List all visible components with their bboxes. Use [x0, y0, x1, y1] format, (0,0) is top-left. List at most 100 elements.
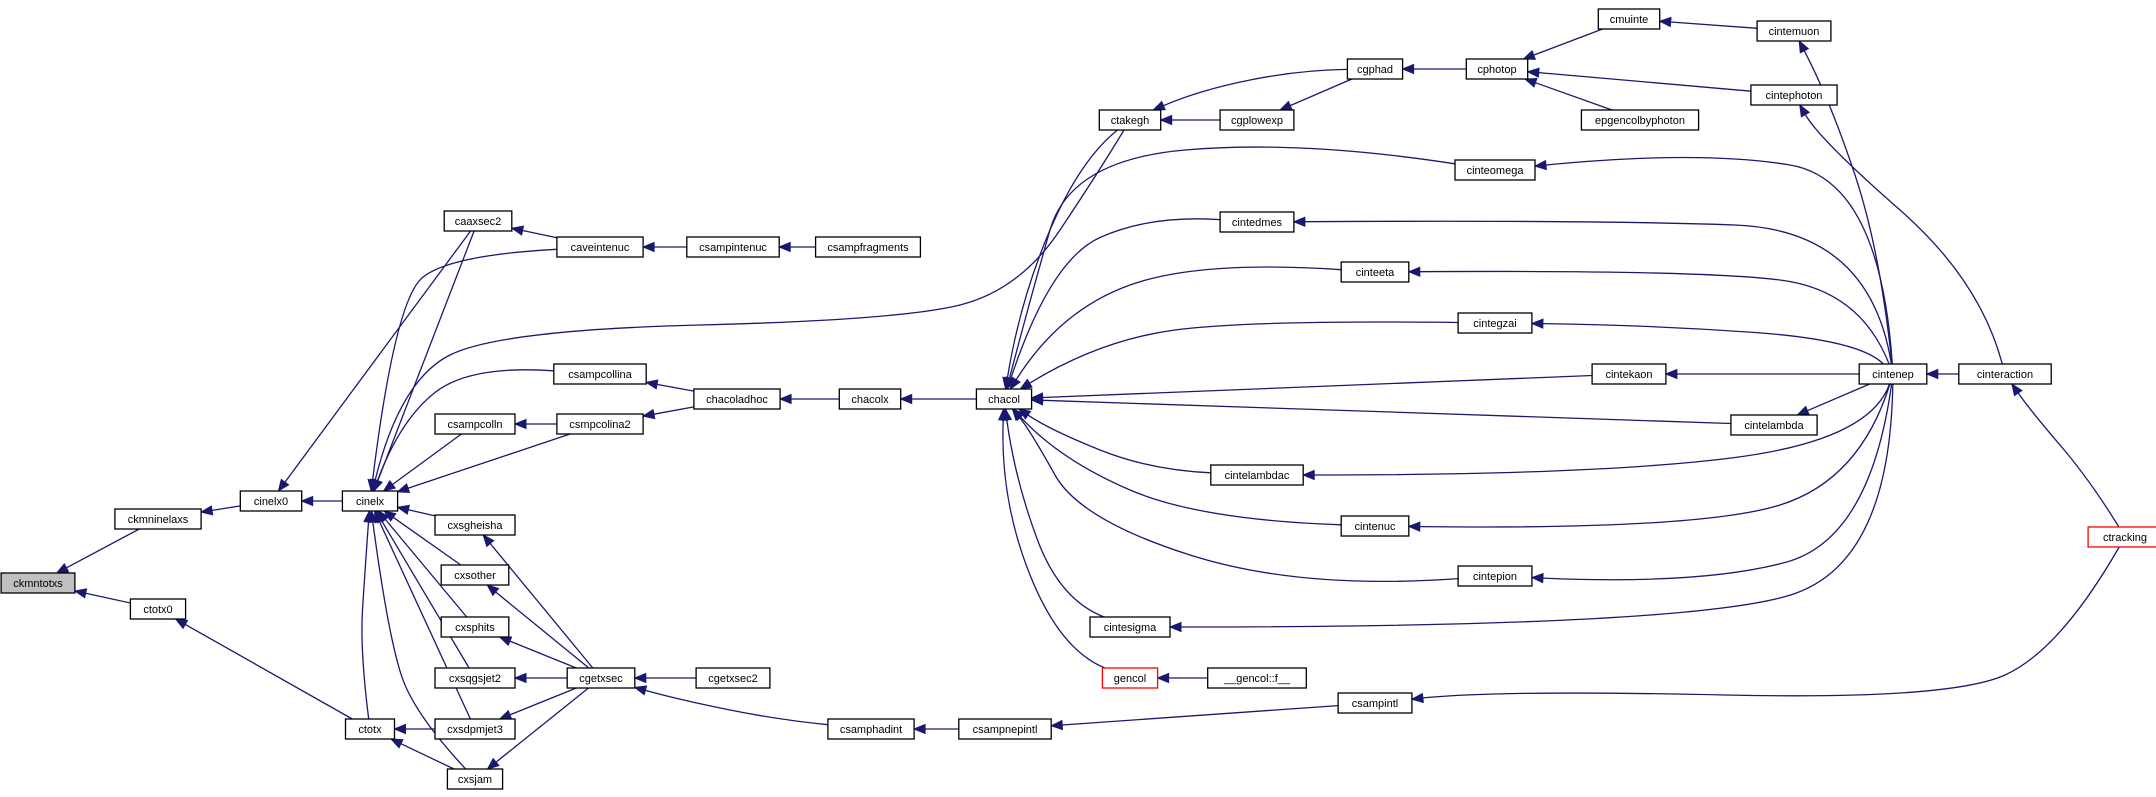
node-epgencolbyphoton[interactable]: epgencolbyphoton: [1580, 109, 1700, 131]
node-cxsqgsjet2[interactable]: cxsqgsjet2: [434, 667, 516, 689]
node-cgphad[interactable]: cgphad: [1346, 58, 1404, 80]
node-cintepion[interactable]: cintepion: [1457, 565, 1533, 587]
node-box: [1098, 109, 1162, 131]
node-chacol[interactable]: chacol: [975, 388, 1033, 410]
edge-cgphad-to-cgplowexp: [1278, 78, 1353, 111]
node-gencol[interactable]: gencol: [1101, 667, 1159, 689]
node-box: [0, 572, 76, 594]
node-cintenep[interactable]: cintenep: [1858, 363, 1928, 385]
node-ckmninelaxs[interactable]: ckmninelaxs: [114, 508, 202, 530]
node-chacolx[interactable]: chacolx: [838, 388, 902, 410]
node-box: [814, 236, 922, 258]
node-cintedmes[interactable]: cintedmes: [1219, 211, 1295, 233]
edge-line: [1062, 704, 1339, 726]
node-label: cinteomega: [1467, 165, 1525, 177]
node-box: [1750, 84, 1838, 106]
edge-line: [1533, 28, 1603, 56]
edge-line: [509, 640, 577, 669]
node-gencol-f[interactable]: __gencol::f__: [1207, 667, 1307, 689]
node-cxsjam[interactable]: cxsjam: [446, 768, 504, 790]
edge-cintepion-to-chacol: [1011, 407, 1459, 583]
arrowhead-icon: [1407, 521, 1421, 532]
node-chacoladhoc[interactable]: chacoladhoc: [693, 388, 781, 410]
edges-layer: [55, 16, 2120, 770]
node-cintelambda[interactable]: cintelambda: [1730, 414, 1818, 436]
node-label: ckmntotxs: [13, 578, 63, 590]
node-cinelx0[interactable]: cinelx0: [239, 490, 303, 512]
arrowhead-icon: [1664, 368, 1678, 380]
node-label: ctotx: [358, 724, 382, 736]
node-cintegzai[interactable]: cintegzai: [1457, 312, 1533, 334]
node-cinteraction[interactable]: cinteraction: [1958, 363, 2052, 385]
node-cgetxsec[interactable]: cgetxsec: [566, 667, 636, 689]
node-label: csampcolln: [447, 419, 502, 431]
node-ckmntotxs[interactable]: ckmntotxs: [0, 572, 76, 594]
arrowhead-icon: [1410, 692, 1424, 704]
node-csampfragments[interactable]: csampfragments: [814, 236, 922, 258]
node-csampintl[interactable]: csampintl: [1337, 692, 1413, 714]
edge-cxsgheisha-to-cinelx: [396, 504, 436, 517]
node-csampcolln[interactable]: csampcolln: [434, 413, 516, 435]
edge-line: [1029, 321, 1459, 384]
node-caveintenuc[interactable]: caveintenuc: [556, 236, 644, 258]
node-csamphadint[interactable]: csamphadint: [827, 718, 915, 740]
arrowhead-icon: [1799, 103, 1811, 118]
node-cxsphits[interactable]: cxsphits: [440, 616, 510, 638]
node-cintemuon[interactable]: cintemuon: [1756, 20, 1832, 42]
edge-cgphad-to-ctakegh: [1152, 68, 1348, 111]
arrowhead-icon: [393, 723, 406, 735]
edge-line: [645, 689, 828, 726]
node-cintesigma[interactable]: cintesigma: [1089, 616, 1171, 638]
arrowhead-icon: [1159, 114, 1173, 126]
edge-gencol-f-to-gencol: [1156, 672, 1208, 684]
node-cxsdpmjet3[interactable]: cxsdpmjet3: [434, 718, 516, 740]
node-cphotop[interactable]: cphotop: [1465, 58, 1529, 80]
node-cintenuc[interactable]: cintenuc: [1340, 515, 1410, 537]
edge-csampintl-to-csampnepintl: [1049, 704, 1339, 731]
edge-caaxsec2-to-cinelx: [373, 230, 475, 493]
edge-cinteraction-to-cintenep: [1925, 368, 1959, 380]
node-cinelx[interactable]: cinelx: [341, 490, 399, 512]
arrowhead-icon: [1526, 67, 1540, 78]
node-box: [114, 508, 202, 530]
edge-line: [1006, 419, 1105, 618]
node-cintekaon[interactable]: cintekaon: [1591, 363, 1667, 385]
node-cintephoton[interactable]: cintephoton: [1750, 84, 1838, 106]
node-cinteomega[interactable]: cinteomega: [1454, 159, 1536, 181]
edge-ctakegh-to-cinelx: [370, 129, 1125, 493]
node-cinteeta[interactable]: cinteeta: [1340, 261, 1410, 283]
node-ctracking[interactable]: ctracking: [2087, 526, 2156, 548]
edge-csampcolln-to-cinelx: [382, 433, 462, 492]
node-cmuinte[interactable]: cmuinte: [1597, 8, 1661, 30]
node-box: [1207, 667, 1307, 689]
node-csampcollina[interactable]: csampcollina: [553, 363, 647, 385]
node-ctotx[interactable]: ctotx: [344, 718, 396, 740]
node-box: [2087, 526, 2156, 548]
node-cintelambdac[interactable]: cintelambdac: [1210, 464, 1304, 486]
node-csampintenuc[interactable]: csampintenuc: [686, 236, 780, 258]
node-csmpcolina2[interactable]: csmpcolina2: [556, 413, 644, 435]
node-cgetxsec2[interactable]: cgetxsec2: [695, 667, 771, 689]
node-cxsgheisha[interactable]: cxsgheisha: [434, 514, 516, 536]
edge-line: [1042, 374, 1593, 399]
edge-cgetxsec-to-cxsphits: [498, 636, 577, 669]
node-label: cintesigma: [1104, 622, 1157, 634]
node-caaxsec2[interactable]: caaxsec2: [443, 210, 513, 232]
node-csampnepintl[interactable]: csampnepintl: [958, 718, 1052, 740]
edge-line: [392, 433, 462, 486]
node-ctotx0[interactable]: ctotx0: [129, 598, 187, 620]
arrowhead-icon: [997, 407, 1009, 421]
edge-line: [377, 230, 475, 481]
node-label: csampintenuc: [699, 242, 767, 254]
edge-cgetxsec-to-cxsjam: [486, 687, 589, 770]
arrowhead-icon: [1522, 50, 1537, 60]
node-cxsother[interactable]: cxsother: [440, 564, 510, 586]
edge-cphotop-to-cgphad: [1401, 63, 1467, 75]
arrowhead-icon: [1407, 266, 1421, 277]
edge-line: [1008, 146, 1456, 379]
node-cgplowexp[interactable]: cgplowexp: [1219, 109, 1295, 131]
node-ctakegh[interactable]: ctakegh: [1098, 109, 1162, 131]
edge-cinelx0-to-ckmninelaxs: [199, 505, 241, 516]
node-label: cintedmes: [1232, 217, 1283, 229]
